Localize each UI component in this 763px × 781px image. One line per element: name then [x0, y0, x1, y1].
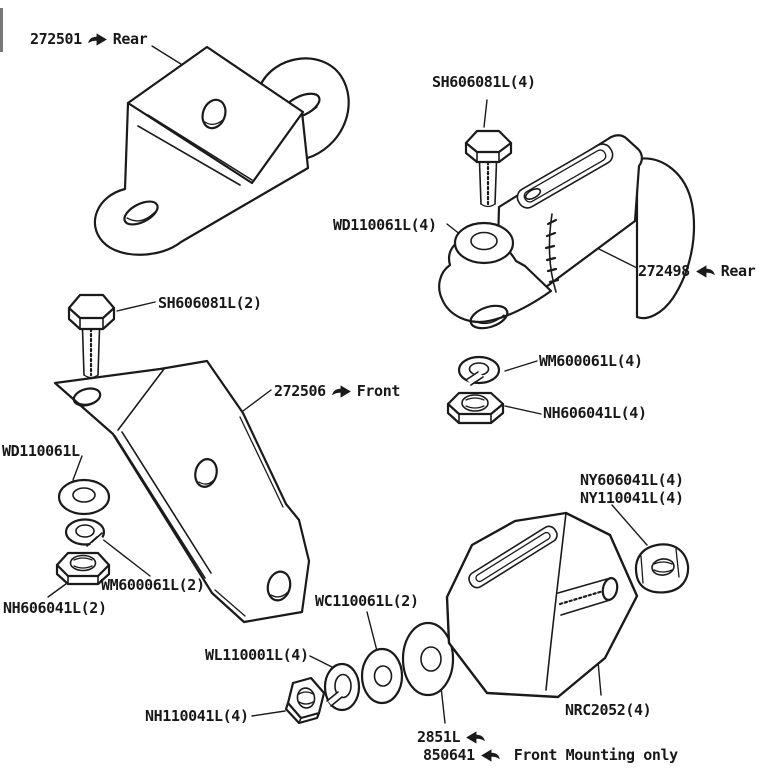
- part-number: WC110061L(2): [315, 592, 419, 610]
- part-label-wd110061l: WD110061L: [2, 443, 80, 459]
- rubber-mount-block-drawing: [445, 511, 639, 699]
- part-label-wm600061l-2: WM600061L(2): [101, 577, 205, 593]
- stud-nut-drawing: [284, 676, 326, 725]
- part-number: NH606041L(4): [543, 404, 647, 422]
- part-label-nyloc-nut: NY606041L(4) NY110041L(4): [580, 471, 684, 507]
- part-number: WD110061L(4): [333, 216, 437, 234]
- part-number: 272498: [638, 262, 690, 280]
- part-label-850641: 850641 Front Mounting only: [423, 747, 678, 763]
- rear-flat-washer-drawing: [453, 221, 515, 265]
- part-number: 272501: [30, 30, 82, 48]
- part-label-wd110061l-4: WD110061L(4): [333, 217, 437, 233]
- front-spring-washer-drawing: [64, 518, 106, 548]
- scan-artifact: [0, 8, 3, 52]
- part-number: NY606041L(4): [580, 471, 684, 489]
- part-number: 850641: [423, 746, 475, 764]
- part-number: WD110061L: [2, 442, 80, 460]
- direction-note: Rear: [720, 262, 756, 280]
- part-label-wl110001l-4: WL110001L(4): [205, 647, 309, 663]
- part-label-wm600061l-4: WM600061L(4): [539, 353, 643, 369]
- front-bracket-drawing: [53, 359, 311, 624]
- lock-washer-drawing: [323, 662, 361, 712]
- arrow-left-icon: [466, 730, 486, 744]
- edge-hatching: [544, 218, 560, 284]
- part-number: 272506: [274, 382, 326, 400]
- part-label-wc110061l-2: WC110061L(2): [315, 593, 419, 609]
- part-number: WM600061L(4): [539, 352, 643, 370]
- part-number: NH606041L(2): [3, 599, 107, 617]
- part-label-272501: 272501 Rear: [30, 30, 148, 48]
- part-number: NY110041L(4): [580, 489, 684, 507]
- arrow-left-icon: [695, 264, 715, 278]
- part-label-nrc2052-4: NRC2052(4): [565, 701, 652, 719]
- part-label-272506: 272506 Front: [274, 383, 400, 399]
- rear-spring-washer-drawing: [457, 355, 501, 386]
- direction-note: Rear: [112, 30, 148, 48]
- part-number: SH606081L(2): [158, 294, 262, 312]
- nyloc-nut-drawing: [634, 543, 690, 594]
- large-washer-drawing: [401, 621, 455, 697]
- front-flat-washer-drawing: [57, 478, 111, 516]
- part-label-272498: 272498 Rear: [638, 262, 756, 280]
- front-nut-drawing: [55, 551, 111, 586]
- arrow-left-icon: [480, 748, 500, 762]
- part-number: SH606081L(4): [432, 73, 536, 91]
- part-label-sh606081l-4: SH606081L(4): [432, 74, 536, 90]
- rear-nut-drawing: [446, 391, 505, 425]
- part-number: NRC2052(4): [565, 701, 652, 719]
- part-label-sh606081l-2: SH606081L(2): [158, 295, 262, 311]
- part-label-nh606041l-4: NH606041L(4): [543, 405, 647, 421]
- part-number: NH110041L(4): [145, 707, 249, 725]
- part-label-2851l: 2851L: [417, 729, 486, 745]
- direction-note: Front: [356, 382, 401, 400]
- part-number: WM600061L(2): [101, 576, 205, 594]
- arrow-right-icon: [331, 384, 351, 398]
- front-bolt-drawing: [67, 293, 116, 379]
- part-number: WL110001L(4): [205, 646, 309, 664]
- arrow-right-icon: [87, 32, 107, 46]
- rear-bolt-drawing: [464, 129, 513, 208]
- rear-bracket-drawing: [93, 45, 350, 256]
- cup-washer-drawing: [360, 647, 404, 705]
- part-label-nh606041l-2: NH606041L(2): [3, 600, 107, 616]
- usage-note: Front Mounting only: [513, 746, 678, 764]
- part-label-nh110041l-4: NH110041L(4): [145, 708, 249, 724]
- part-number: 2851L: [417, 728, 461, 746]
